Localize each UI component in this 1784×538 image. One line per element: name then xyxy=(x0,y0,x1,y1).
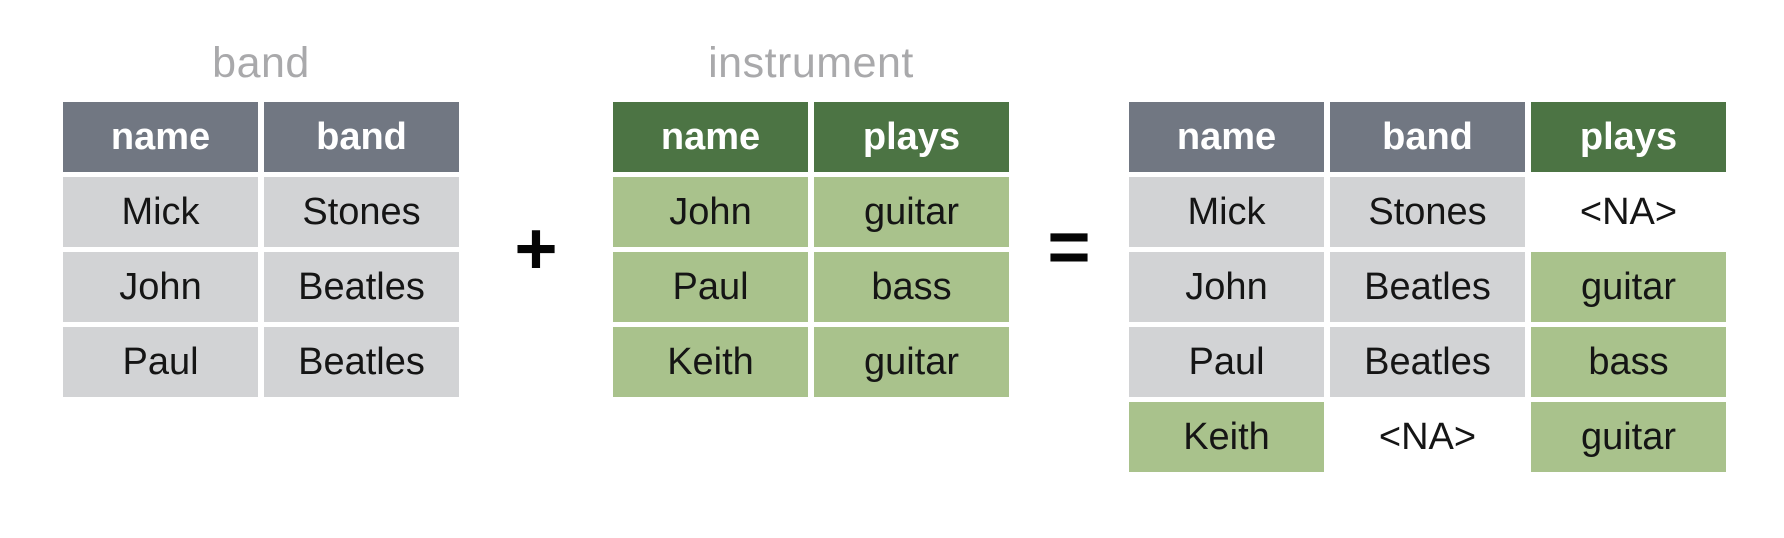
result-cell-r2-plays: guitar xyxy=(1531,252,1726,322)
band-cell-r2-band: Beatles xyxy=(264,252,459,322)
instrument-cell-r1-plays: guitar xyxy=(814,177,1009,247)
plus-operator: + xyxy=(514,207,558,290)
result-cell-r4-plays: guitar xyxy=(1531,402,1726,472)
result-cell-r3-band: Beatles xyxy=(1330,327,1525,397)
band-cell-r2-name: John xyxy=(63,252,258,322)
band-cell-r3-name: Paul xyxy=(63,327,258,397)
instrument-table-title: instrument xyxy=(708,39,914,87)
result-cell-r4-name: Keith xyxy=(1129,402,1324,472)
result-cell-r3-plays: bass xyxy=(1531,327,1726,397)
result-header-band: band xyxy=(1330,102,1525,172)
instrument-header-name: name xyxy=(613,102,808,172)
result-cell-r4-band: <NA> xyxy=(1378,415,1477,458)
result-header-name: name xyxy=(1129,102,1324,172)
instrument-header-plays: plays xyxy=(814,102,1009,172)
equals-operator: = xyxy=(1047,205,1091,288)
instrument-cell-r2-name: Paul xyxy=(613,252,808,322)
result-cell-r2-name: John xyxy=(1129,252,1324,322)
band-header-band: band xyxy=(264,102,459,172)
band-header-name: name xyxy=(63,102,258,172)
instrument-cell-r2-plays: bass xyxy=(814,252,1009,322)
instrument-cell-r1-name: John xyxy=(613,177,808,247)
result-header-plays: plays xyxy=(1531,102,1726,172)
result-cell-r1-band: Stones xyxy=(1330,177,1525,247)
band-table-title: band xyxy=(212,39,310,87)
band-cell-r1-band: Stones xyxy=(264,177,459,247)
instrument-cell-r3-name: Keith xyxy=(613,327,808,397)
result-cell-r2-band: Beatles xyxy=(1330,252,1525,322)
result-cell-r3-name: Paul xyxy=(1129,327,1324,397)
result-cell-r1-plays: <NA> xyxy=(1579,190,1678,233)
band-cell-r1-name: Mick xyxy=(63,177,258,247)
instrument-cell-r3-plays: guitar xyxy=(814,327,1009,397)
band-cell-r3-band: Beatles xyxy=(264,327,459,397)
result-cell-r1-name: Mick xyxy=(1129,177,1324,247)
